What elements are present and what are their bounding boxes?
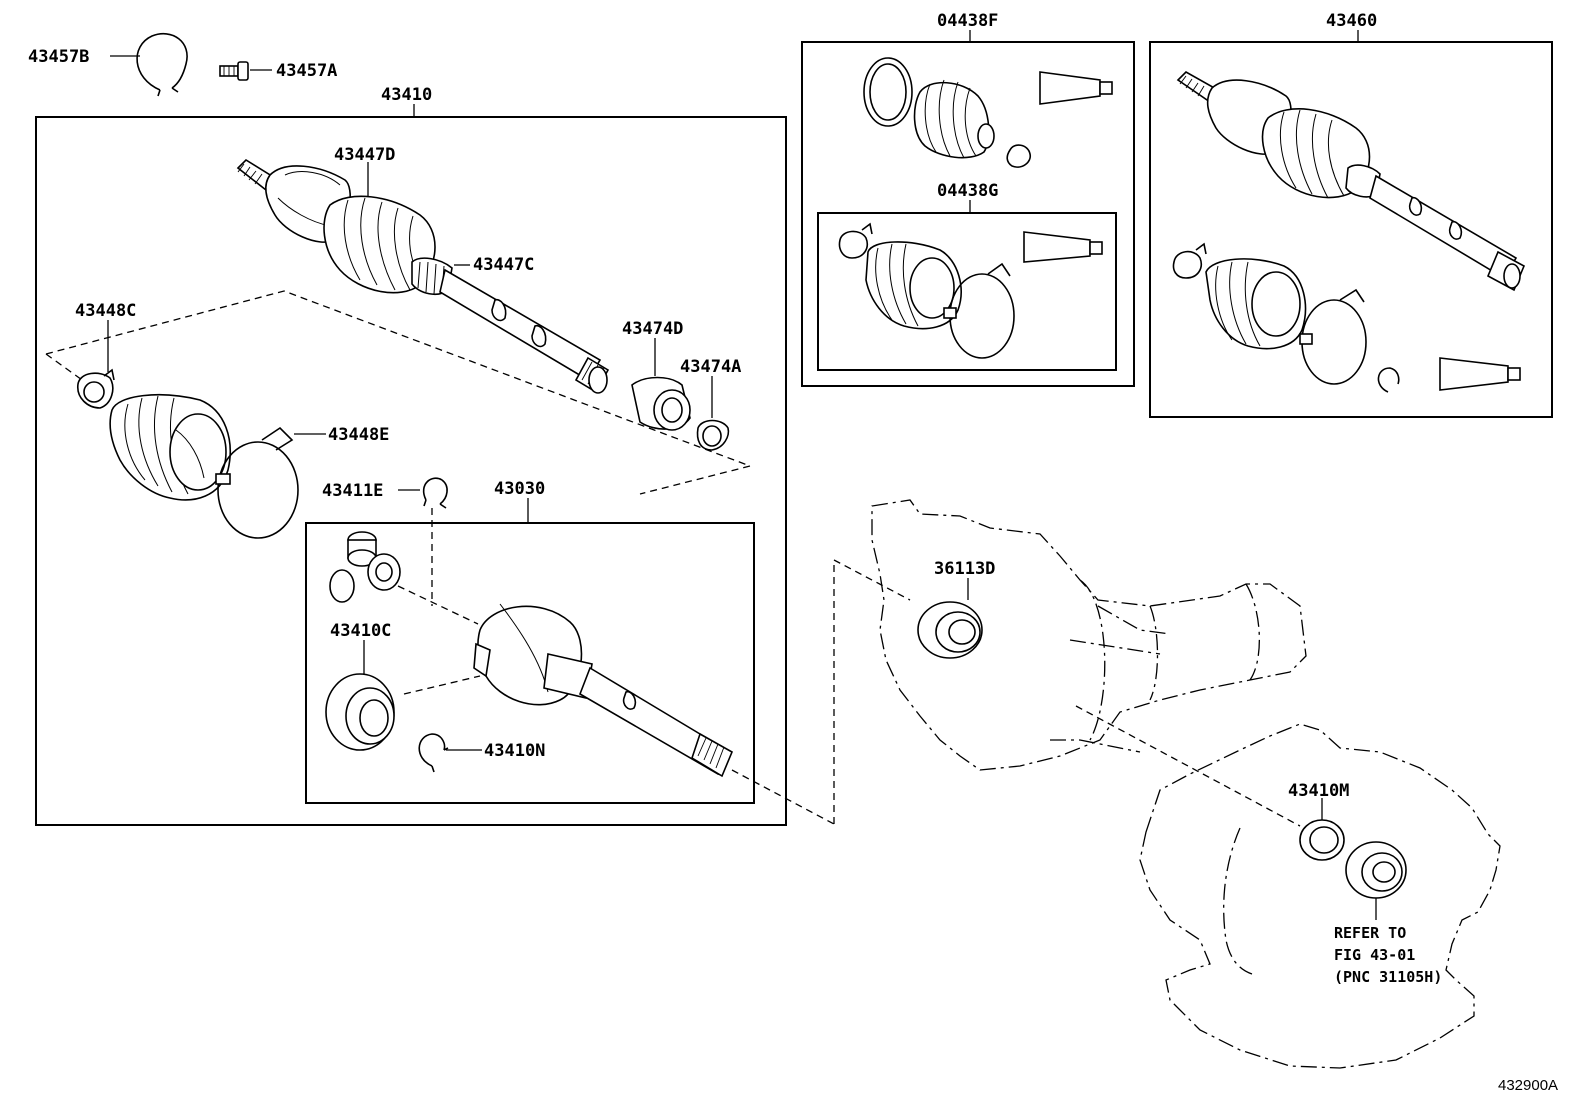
clamp-43448c [77,368,115,409]
label-43030: 43030 [494,479,545,499]
label-43410m: 43410M [1288,781,1349,801]
bolt-43457a [219,61,249,81]
drive-shaft-alt [1172,71,1526,393]
label-43474d: 43474D [622,319,683,339]
refer-note-line2: FIG 43-01 [1334,946,1415,964]
label-43410c: 43410C [330,621,391,641]
label-43448c: 43448C [75,301,136,321]
label-43410n: 43410N [484,741,545,761]
label-43460: 43460 [1326,11,1377,31]
frame-04438g [817,212,1117,371]
label-43410: 43410 [381,85,432,105]
circlip-43411e [422,477,448,509]
label-43448e: 43448E [328,425,389,445]
inner-boot [109,394,231,501]
label-43457a: 43457A [276,61,337,81]
label-43474a: 43474A [680,357,741,377]
refer-note-line3: (PNC 31105H) [1334,968,1442,986]
diagram-id: 432900A [1498,1077,1558,1094]
bearing-43410c [325,673,395,751]
tripod-joint [329,531,401,603]
frame-04438f [801,41,1135,387]
boot-kit-f-parts [863,57,1113,168]
explode-outline [45,290,753,495]
label-04438g: 04438G [937,181,998,201]
label-43447c: 43447C [473,255,534,275]
label-36113d: 36113D [934,559,995,579]
ring-43474a [696,419,730,451]
circlip-43410n [418,733,449,773]
frame-43460 [1149,41,1553,418]
snap-ring-43457b [136,32,188,97]
frame-43410 [35,116,787,826]
oil-seal-36113d [917,601,983,659]
frame-43030 [305,522,755,804]
bearing-43410m [1299,819,1407,899]
label-43457b: 43457B [28,47,89,67]
refer-note-line1: REFER TO [1334,924,1406,942]
transaxle-outline [871,499,1307,771]
sub-housing-outline [1139,723,1501,1069]
label-43411e: 43411E [322,481,383,501]
inner-joint-housing [473,603,734,778]
label-43447d: 43447D [334,145,395,165]
drive-shaft-outer [236,158,610,394]
dust-seal-43474d [631,376,691,431]
boot-kit-g-parts [838,222,1103,359]
label-04438f: 04438F [937,11,998,31]
band-43448e [215,426,299,539]
